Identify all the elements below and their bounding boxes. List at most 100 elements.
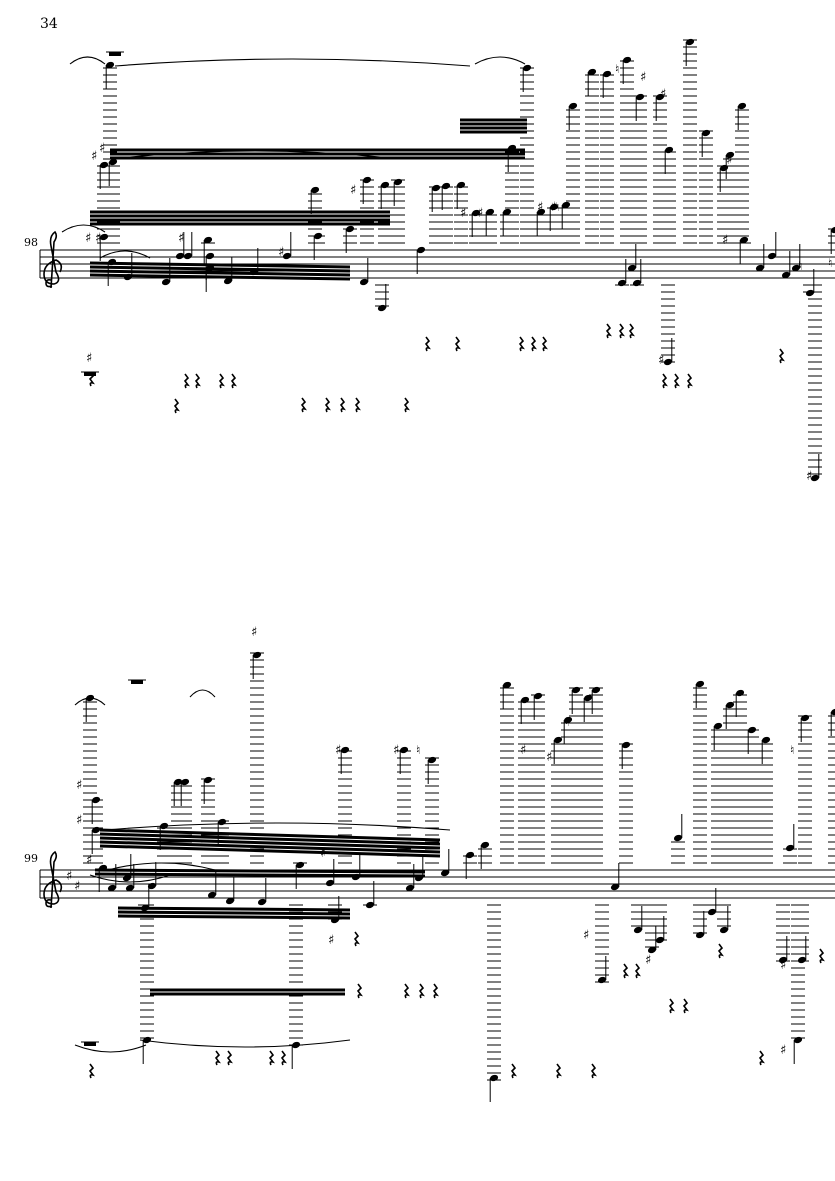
- quarter-rest-icon: [717, 943, 724, 959]
- notehead: [591, 686, 601, 694]
- whole-rest-icon: [84, 1042, 96, 1046]
- notehead: [427, 756, 437, 764]
- quarter-rest-icon: [590, 1063, 597, 1079]
- quarter-rest-icon: [622, 963, 629, 979]
- sharp-icon: ♯: [640, 70, 646, 85]
- beam: [99, 836, 441, 850]
- quarter-rest-icon: [194, 373, 201, 389]
- notehead: [107, 884, 117, 892]
- quarter-rest-icon: [268, 1050, 275, 1066]
- notehead: [739, 236, 749, 244]
- notehead: [225, 897, 235, 905]
- notehead: [325, 879, 335, 887]
- treble-clef-icon: [43, 230, 63, 289]
- notehead: [725, 701, 735, 709]
- notehead: [747, 726, 757, 734]
- notehead: [161, 278, 171, 286]
- quarter-rest-icon: [339, 397, 346, 413]
- notehead: [205, 252, 215, 260]
- quarter-rest-icon: [555, 1063, 562, 1079]
- notehead: [793, 1036, 803, 1044]
- notehead: [725, 151, 735, 159]
- sharp-icon: ♯: [335, 743, 341, 758]
- notehead: [440, 869, 450, 877]
- notehead: [405, 884, 415, 892]
- notehead: [635, 93, 645, 101]
- notehead: [99, 161, 109, 169]
- quarter-rest-icon: [686, 373, 693, 389]
- notehead: [549, 203, 559, 211]
- whole-rest-icon: [131, 680, 143, 684]
- natural-icon: ♮: [416, 743, 420, 757]
- notehead: [393, 178, 403, 186]
- notehead: [597, 976, 607, 984]
- notehead: [480, 841, 490, 849]
- sharp-icon: ♯: [393, 743, 399, 758]
- notehead: [175, 252, 185, 260]
- notehead: [91, 826, 101, 834]
- sharp-icon: ♯: [85, 231, 91, 246]
- natural-icon: ♮: [565, 715, 569, 729]
- sharp-icon: ♯: [95, 231, 101, 246]
- notehead: [785, 844, 795, 852]
- notehead: [621, 741, 631, 749]
- notehead: [632, 279, 642, 287]
- beam: [99, 844, 441, 858]
- notehead: [122, 874, 132, 882]
- notehead: [99, 233, 109, 241]
- notehead: [561, 201, 571, 209]
- notehead: [223, 277, 233, 285]
- natural-icon: ♮: [790, 743, 794, 757]
- notehead: [147, 882, 157, 890]
- natural-icon: ♮: [828, 256, 832, 270]
- sharp-icon: ♯: [583, 928, 589, 943]
- notehead: [778, 956, 788, 964]
- tie: [119, 150, 391, 159]
- notehead: [587, 68, 597, 76]
- notehead: [622, 56, 632, 64]
- notehead: [553, 736, 563, 744]
- notehead: [485, 208, 495, 216]
- quarter-rest-icon: [432, 983, 439, 999]
- beam: [99, 840, 441, 854]
- sharp-icon: ♯: [520, 743, 526, 758]
- sharp-icon: ♯: [91, 149, 97, 164]
- sharp-icon: ♯: [726, 153, 732, 168]
- sharp-icon: ♯: [780, 958, 786, 973]
- whole-rest-icon: [84, 372, 96, 376]
- tie: [74, 697, 106, 706]
- notehead: [295, 861, 305, 869]
- quarter-rest-icon: [668, 998, 675, 1014]
- tie: [474, 56, 526, 65]
- quarter-rest-icon: [354, 397, 361, 413]
- notehead: [310, 186, 320, 194]
- measure-number-99: 99: [24, 852, 38, 865]
- notehead: [713, 722, 723, 730]
- notehead: [489, 1074, 499, 1082]
- beam: [117, 906, 351, 912]
- notehead: [673, 834, 683, 842]
- sharp-icon: ♯: [460, 206, 466, 221]
- quarter-rest-icon: [403, 397, 410, 413]
- notehead: [522, 64, 532, 72]
- tie: [61, 224, 106, 233]
- quarter-rest-icon: [173, 398, 180, 414]
- notehead: [180, 778, 190, 786]
- sharp-icon: ♯: [722, 233, 728, 248]
- tie: [99, 250, 151, 259]
- notehead: [701, 129, 711, 137]
- tie: [114, 58, 471, 67]
- sharp-icon: ♯: [477, 206, 483, 221]
- notehead: [456, 181, 466, 189]
- notehead: [183, 252, 193, 260]
- notehead: [377, 304, 387, 312]
- beam: [89, 265, 351, 273]
- natural-icon: ♮: [615, 62, 619, 76]
- tie: [74, 1044, 147, 1053]
- notehead: [583, 694, 593, 702]
- beam: [94, 872, 426, 878]
- quarter-rest-icon: [530, 336, 537, 352]
- notehead: [340, 746, 350, 754]
- notehead: [563, 716, 573, 724]
